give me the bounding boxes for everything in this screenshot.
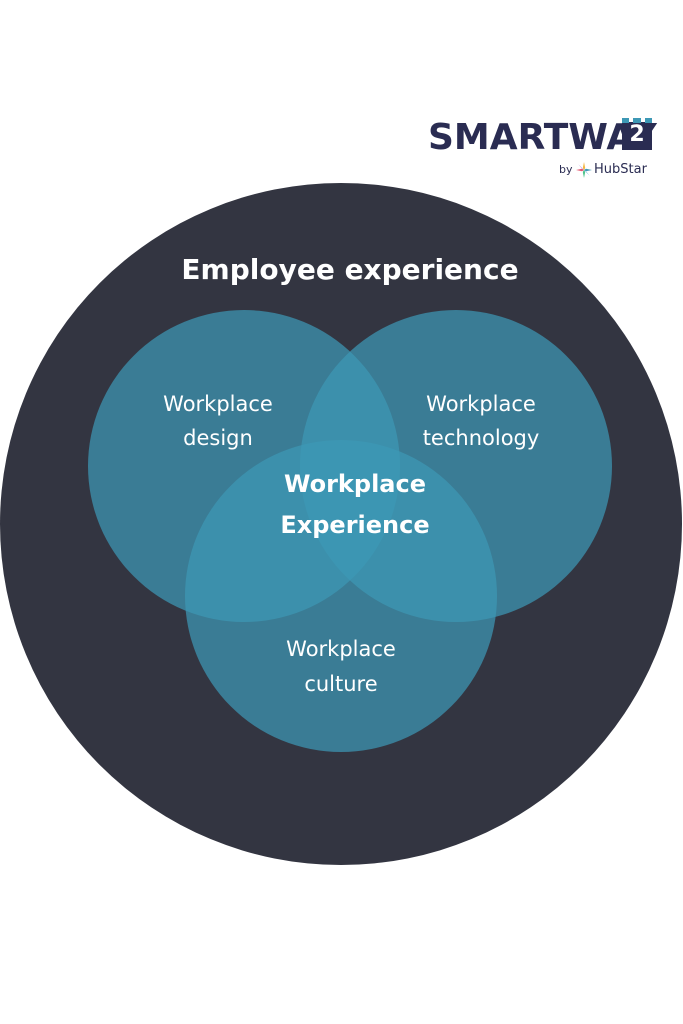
logo-badge: 2 [622, 118, 652, 150]
smartway-logo: SMARTWAY 2 by HubStar [428, 112, 657, 182]
culture-label-line1: Workplace [286, 637, 396, 661]
culture-label-line2: culture [304, 672, 378, 696]
workplace-experience-label-line1: Workplace [283, 470, 426, 498]
technology-label-line1: Workplace [426, 392, 536, 416]
hubstar-star-icon [576, 162, 592, 178]
logo-by-text: by [559, 163, 573, 176]
design-label-line2: design [183, 426, 253, 450]
venn-circles [88, 310, 612, 752]
employee-experience-label: Employee experience [181, 253, 519, 286]
logo-badge-shape [622, 118, 652, 150]
workplace-experience-label-line2: Experience [280, 511, 430, 539]
logo-partner-name: HubStar [594, 162, 647, 177]
design-label-line1: Workplace [163, 392, 273, 416]
logo-wordmark: SMARTWAY [428, 117, 657, 158]
technology-label-line2: technology [422, 426, 540, 450]
logo-badge-number: 2 [629, 122, 645, 147]
workplace-culture-circle [185, 440, 497, 752]
